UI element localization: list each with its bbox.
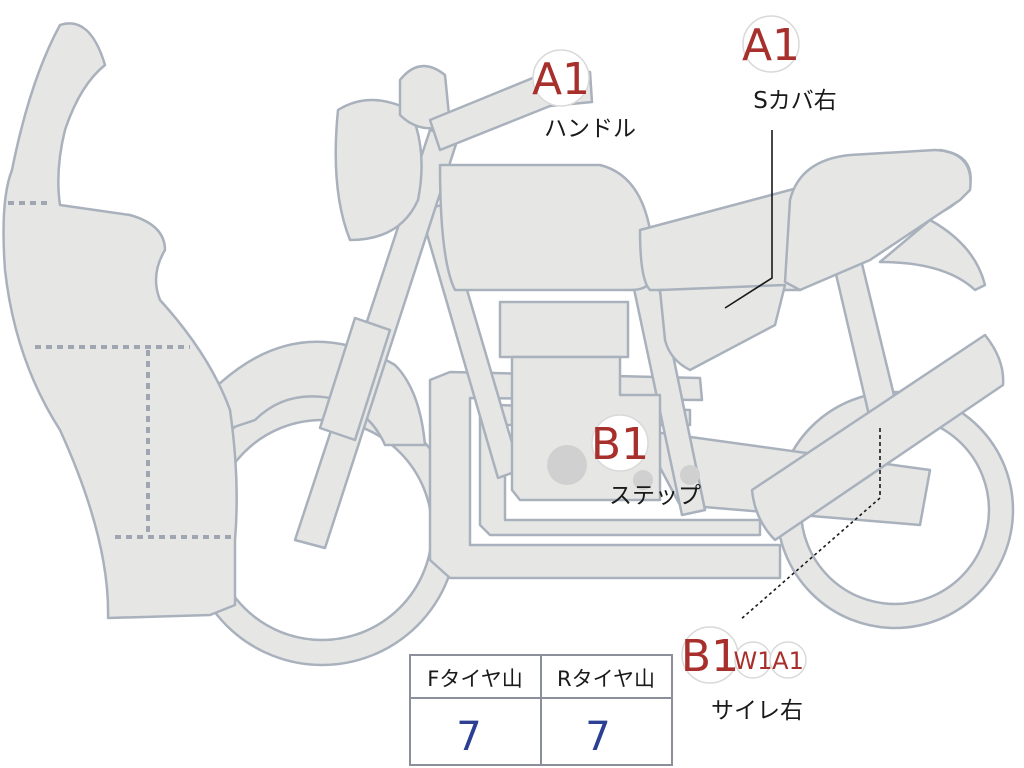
grade-code: A1 <box>742 20 800 71</box>
annotation-side-cover-right: A1 Sカバ右 <box>742 15 837 114</box>
table-header-front-tire: Fタイヤ山 <box>427 667 522 691</box>
grade-code: B1 <box>591 419 649 470</box>
fuel-tank <box>438 163 652 292</box>
grade-code-w1: W1 <box>734 647 773 675</box>
grade-badge-a1 <box>769 641 807 679</box>
side-cover-leader-line <box>724 130 773 309</box>
part-label: ハンドル <box>544 116 636 142</box>
part-label: サイレ右 <box>711 698 803 724</box>
grade-code-b1: B1 <box>681 631 739 682</box>
grade-badge <box>742 15 800 73</box>
headlight <box>334 98 423 242</box>
muffler <box>750 333 1005 542</box>
part-label: Sカバ右 <box>753 88 837 114</box>
tail-cowl <box>783 148 972 292</box>
leader-lines <box>724 130 881 621</box>
table-value-rear-tire: 7 <box>585 714 610 760</box>
grade-code-a1: A1 <box>772 647 804 675</box>
side-cover <box>658 283 787 372</box>
table-value-front-tire: 7 <box>456 714 481 760</box>
annotation-step: B1 ステップ <box>591 414 701 509</box>
rear-fender <box>878 218 987 292</box>
table-header-rear-tire: Rタイヤ山 <box>557 667 655 691</box>
grade-code: A1 <box>532 54 590 105</box>
annotation-muffler-right: B1 W1 A1 サイレ右 <box>681 626 807 724</box>
front-fairing <box>2 22 238 620</box>
annotation-handle: A1 ハンドル <box>532 49 636 142</box>
grade-badge <box>591 414 649 472</box>
muffler-leader-line-lower <box>739 497 881 621</box>
grade-badge <box>532 49 590 107</box>
part-label-text: ステップ <box>609 483 701 509</box>
front-fork-cover <box>318 316 392 442</box>
fairing-seams <box>8 201 236 539</box>
tire-tread-table: Fタイヤ山 Rタイヤ山 7 7 <box>409 654 673 766</box>
